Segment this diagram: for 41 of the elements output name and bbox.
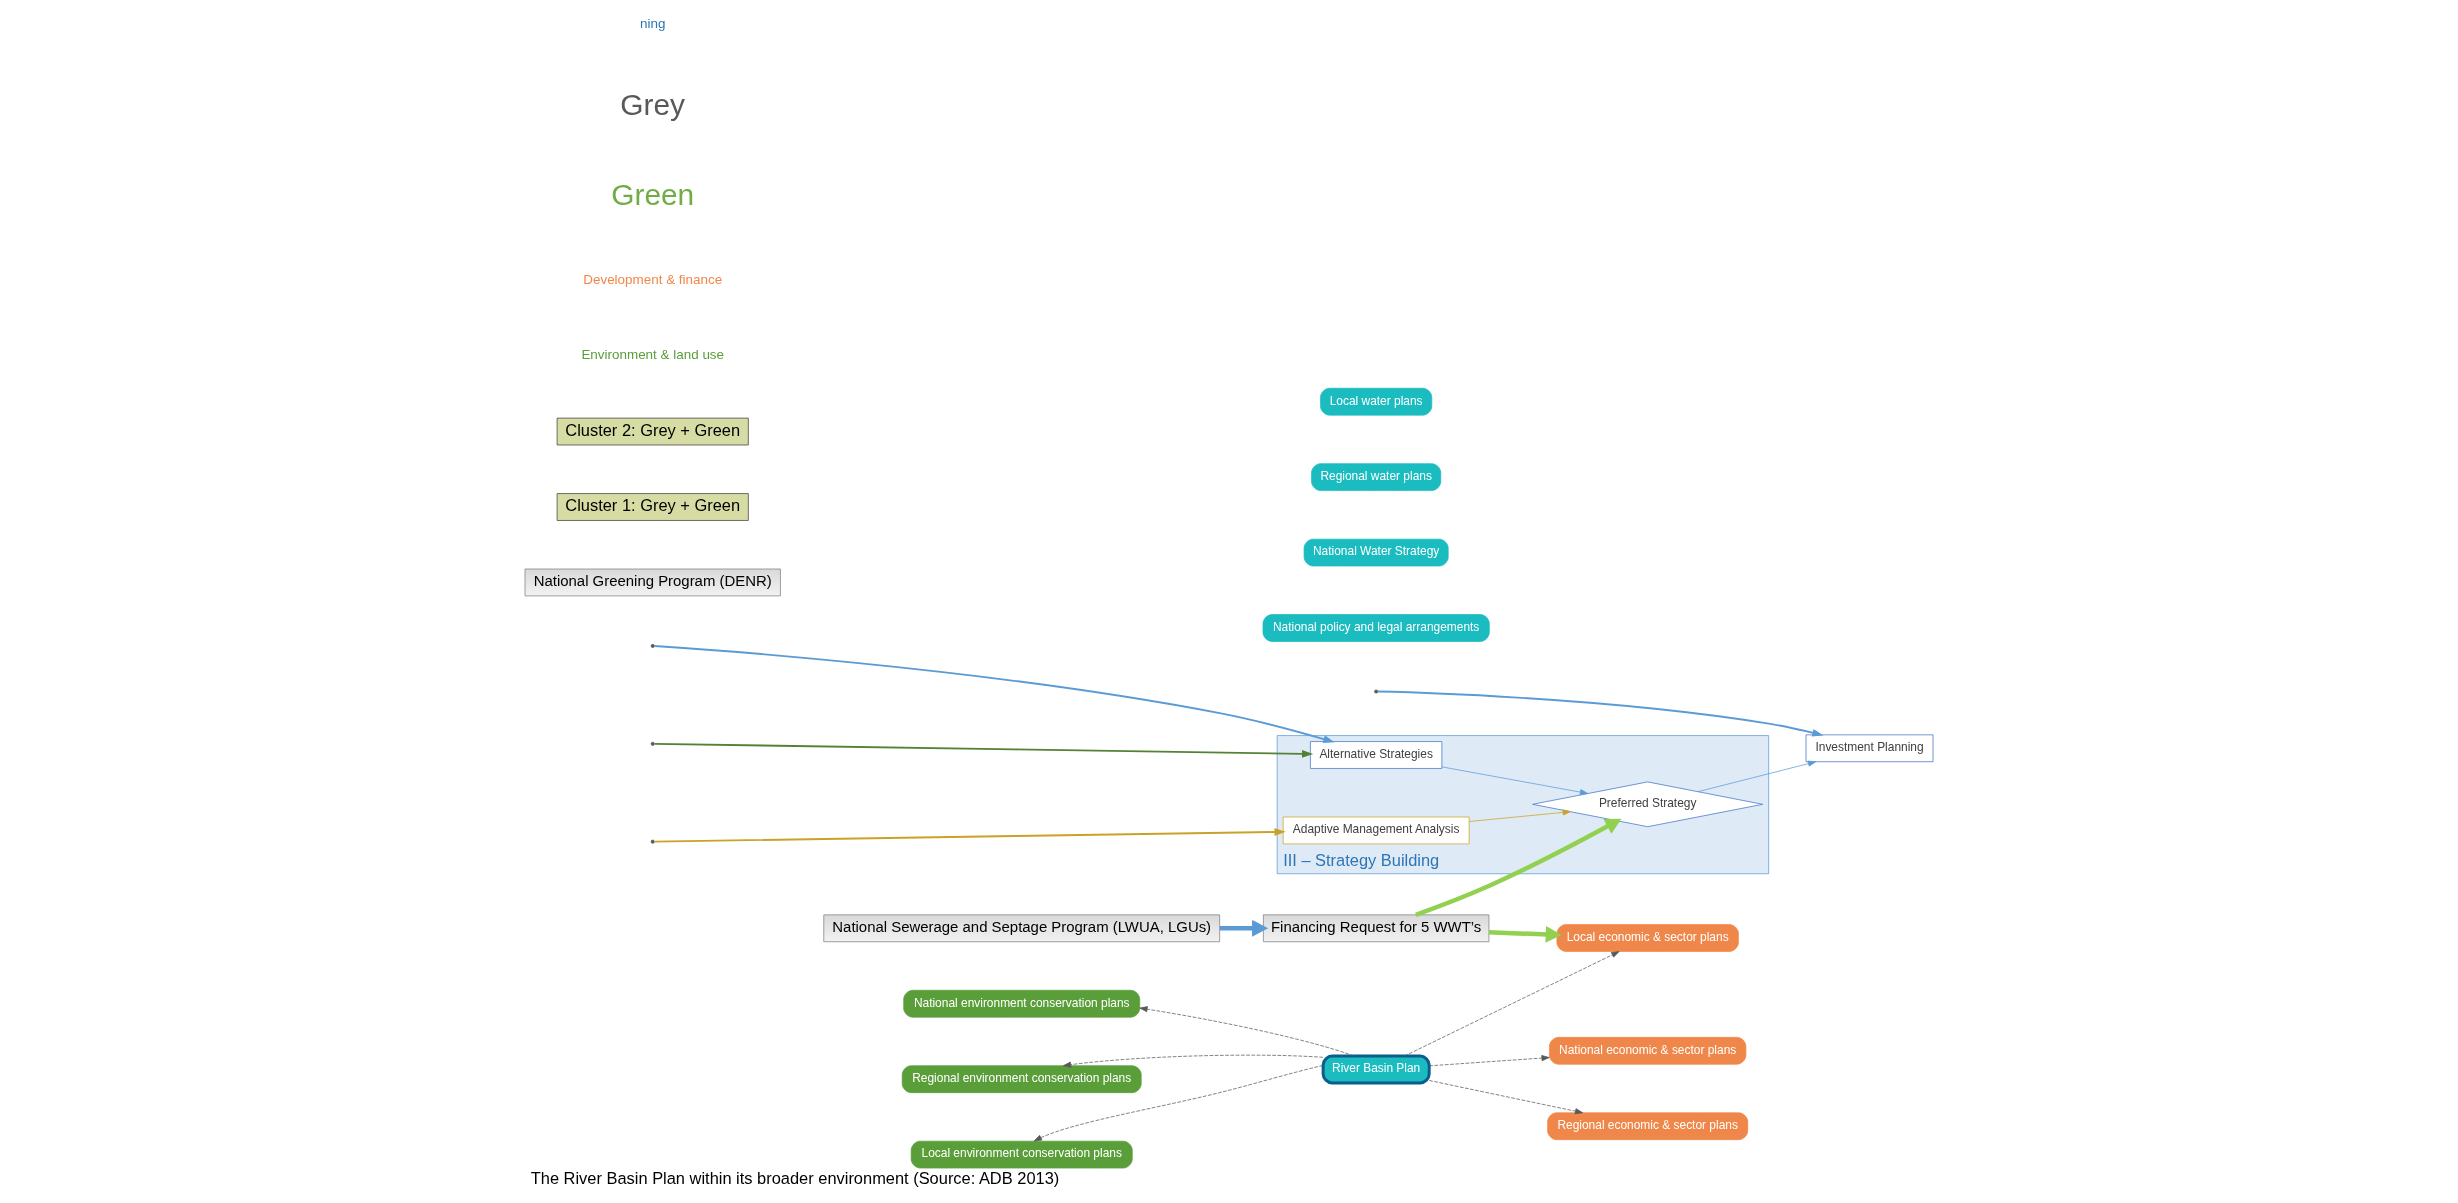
arrow: [1404, 951, 1620, 1057]
arrow: [653, 645, 1335, 743]
arrow: [1428, 1055, 1550, 1067]
label: Grey: [620, 87, 686, 121]
node-box: Financing Request for 5 WWT’s: [1263, 914, 1490, 943]
label: Environment & land use: [581, 347, 725, 363]
node-box: Alternative Strategies: [1310, 741, 1443, 769]
node-box: Regional economic & sector plans: [1547, 1112, 1749, 1141]
node-box: National Greening Program (DENR): [524, 568, 781, 597]
caption: The River Basin Plan within its broader environment (Source: ADB 2013): [530, 1169, 1060, 1188]
label: Development & finance: [583, 271, 723, 287]
node-box: Regional environment conservation plans: [901, 1065, 1142, 1093]
node-box: Cluster 1: Grey + Green: [556, 493, 749, 521]
node-box: Local environment conservation plans: [910, 1140, 1133, 1169]
node-diamond: Preferred Strategy: [1532, 781, 1764, 828]
node-box: River Basin Plan: [1321, 1054, 1431, 1085]
node-box: Adaptive Management Analysis: [1282, 816, 1470, 845]
node-box: National Sewerage and Septage Program (LWUA, LGUs): [823, 914, 1221, 943]
arrow: [1428, 1080, 1584, 1115]
node-box: Local water plans: [1320, 387, 1433, 416]
node-box: Cluster 2: Grey + Green: [556, 417, 749, 446]
label: ning: [640, 15, 666, 31]
arrow: [1219, 919, 1269, 937]
node-box: National policy and legal arrangements: [1262, 614, 1490, 642]
arrow: [1468, 809, 1571, 822]
arrow: [1062, 1054, 1324, 1068]
arrow: [1697, 760, 1817, 793]
arrow: [1441, 766, 1589, 796]
arrow: [653, 742, 1314, 758]
label: Green: [611, 178, 695, 212]
node-box: Regional water plans: [1311, 463, 1442, 491]
arrow: [1139, 1006, 1355, 1057]
arrow: [653, 828, 1286, 843]
node-box: National environment conservation plans: [903, 989, 1141, 1018]
arrow: [1033, 1065, 1324, 1142]
arrow: [1376, 690, 1824, 737]
node-box: Local economic & sector plans: [1556, 924, 1739, 952]
node-box: Investment Planning: [1805, 734, 1934, 763]
node-box: National economic & sector plans: [1549, 1036, 1747, 1065]
node-box: National Water Strategy: [1303, 538, 1449, 567]
arrow: [1489, 925, 1562, 943]
